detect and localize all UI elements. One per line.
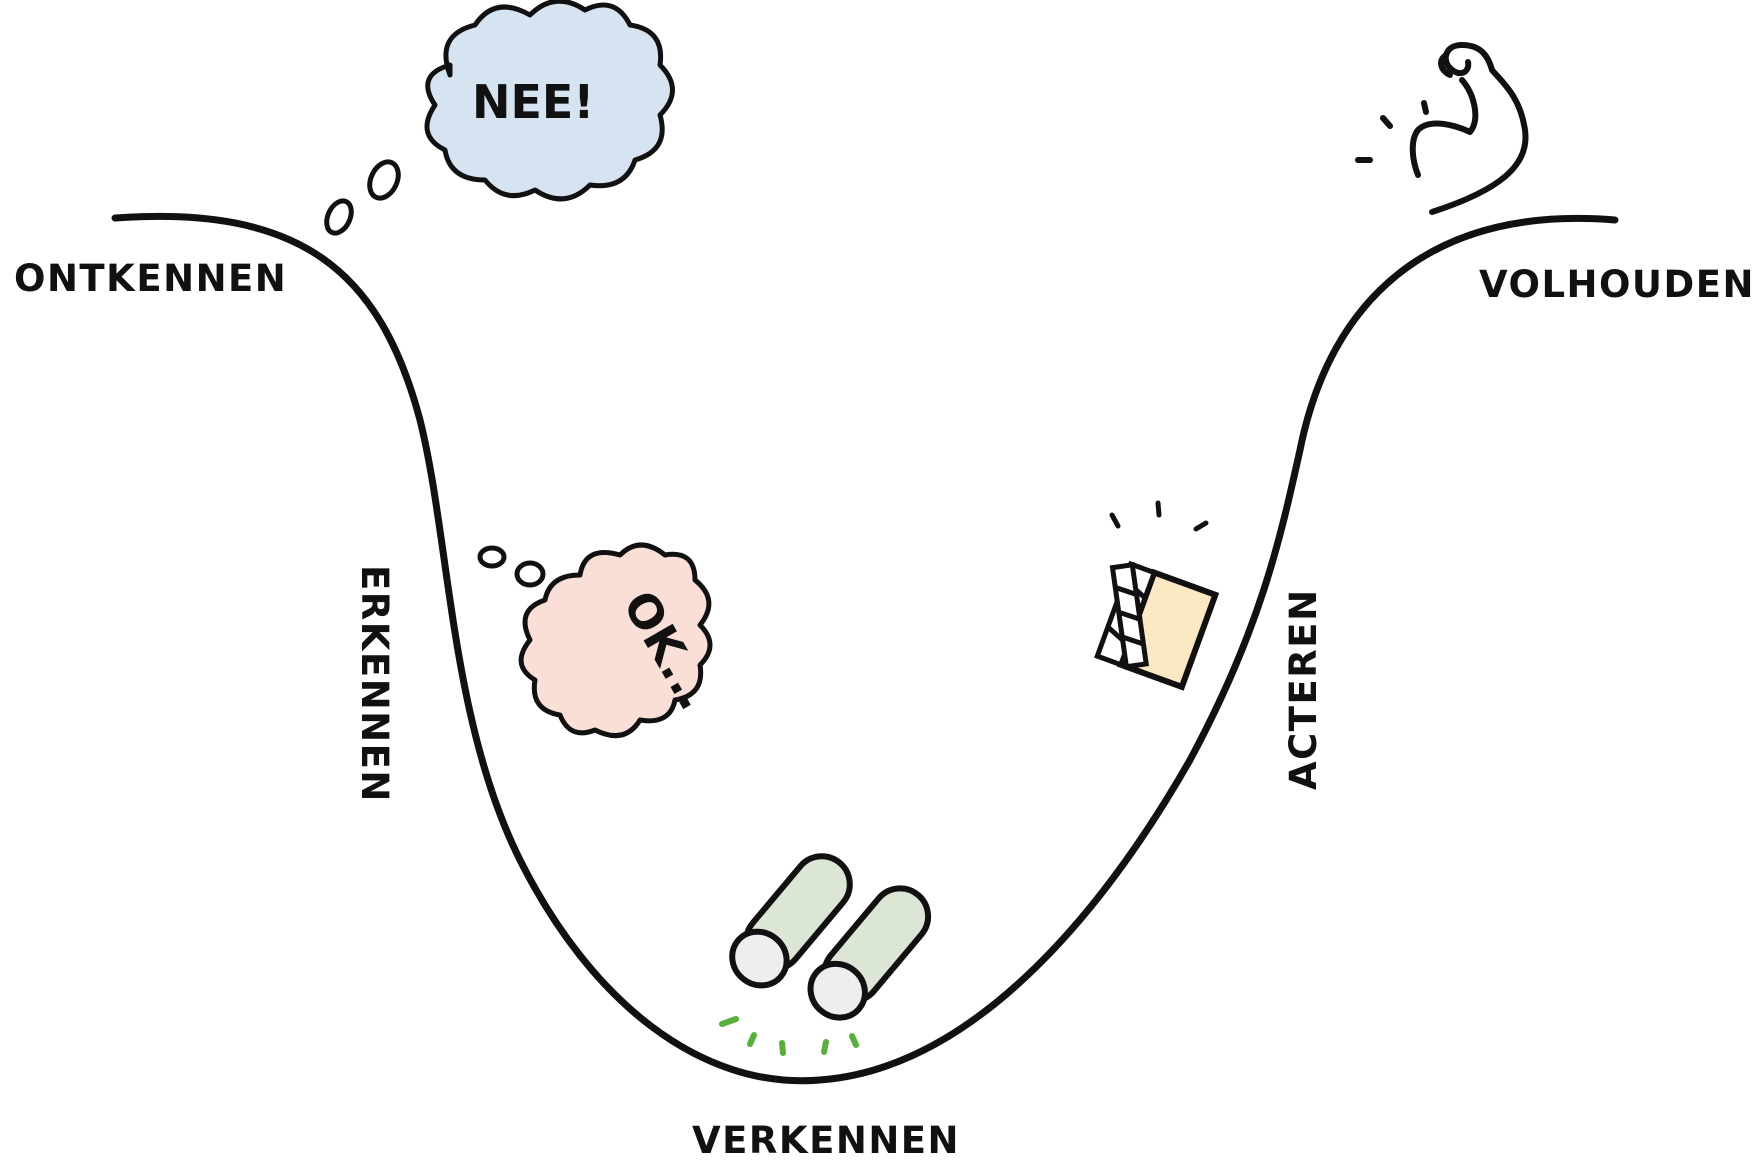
binoculars-icon (719, 853, 932, 1056)
thought-bubble-icon: NEE! (324, 0, 675, 236)
clapperboard-icon (1094, 500, 1220, 691)
denial-bubble-text: NEE! (472, 75, 594, 129)
stage-label-erkennen: ERKENNEN (353, 565, 396, 803)
stage-label-acteren: ACTEREN (1282, 588, 1325, 790)
thought-bubble-icon: OK... (477, 542, 723, 739)
change-curve (111, 212, 1619, 1085)
flexed-arm-icon (1355, 42, 1529, 215)
stage-label-ontkennen: ONTKENNEN (14, 257, 287, 300)
stage-label-verkennen: VERKENNEN (692, 1119, 960, 1157)
stage-label-volhouden: VOLHOUDEN (1479, 263, 1753, 306)
